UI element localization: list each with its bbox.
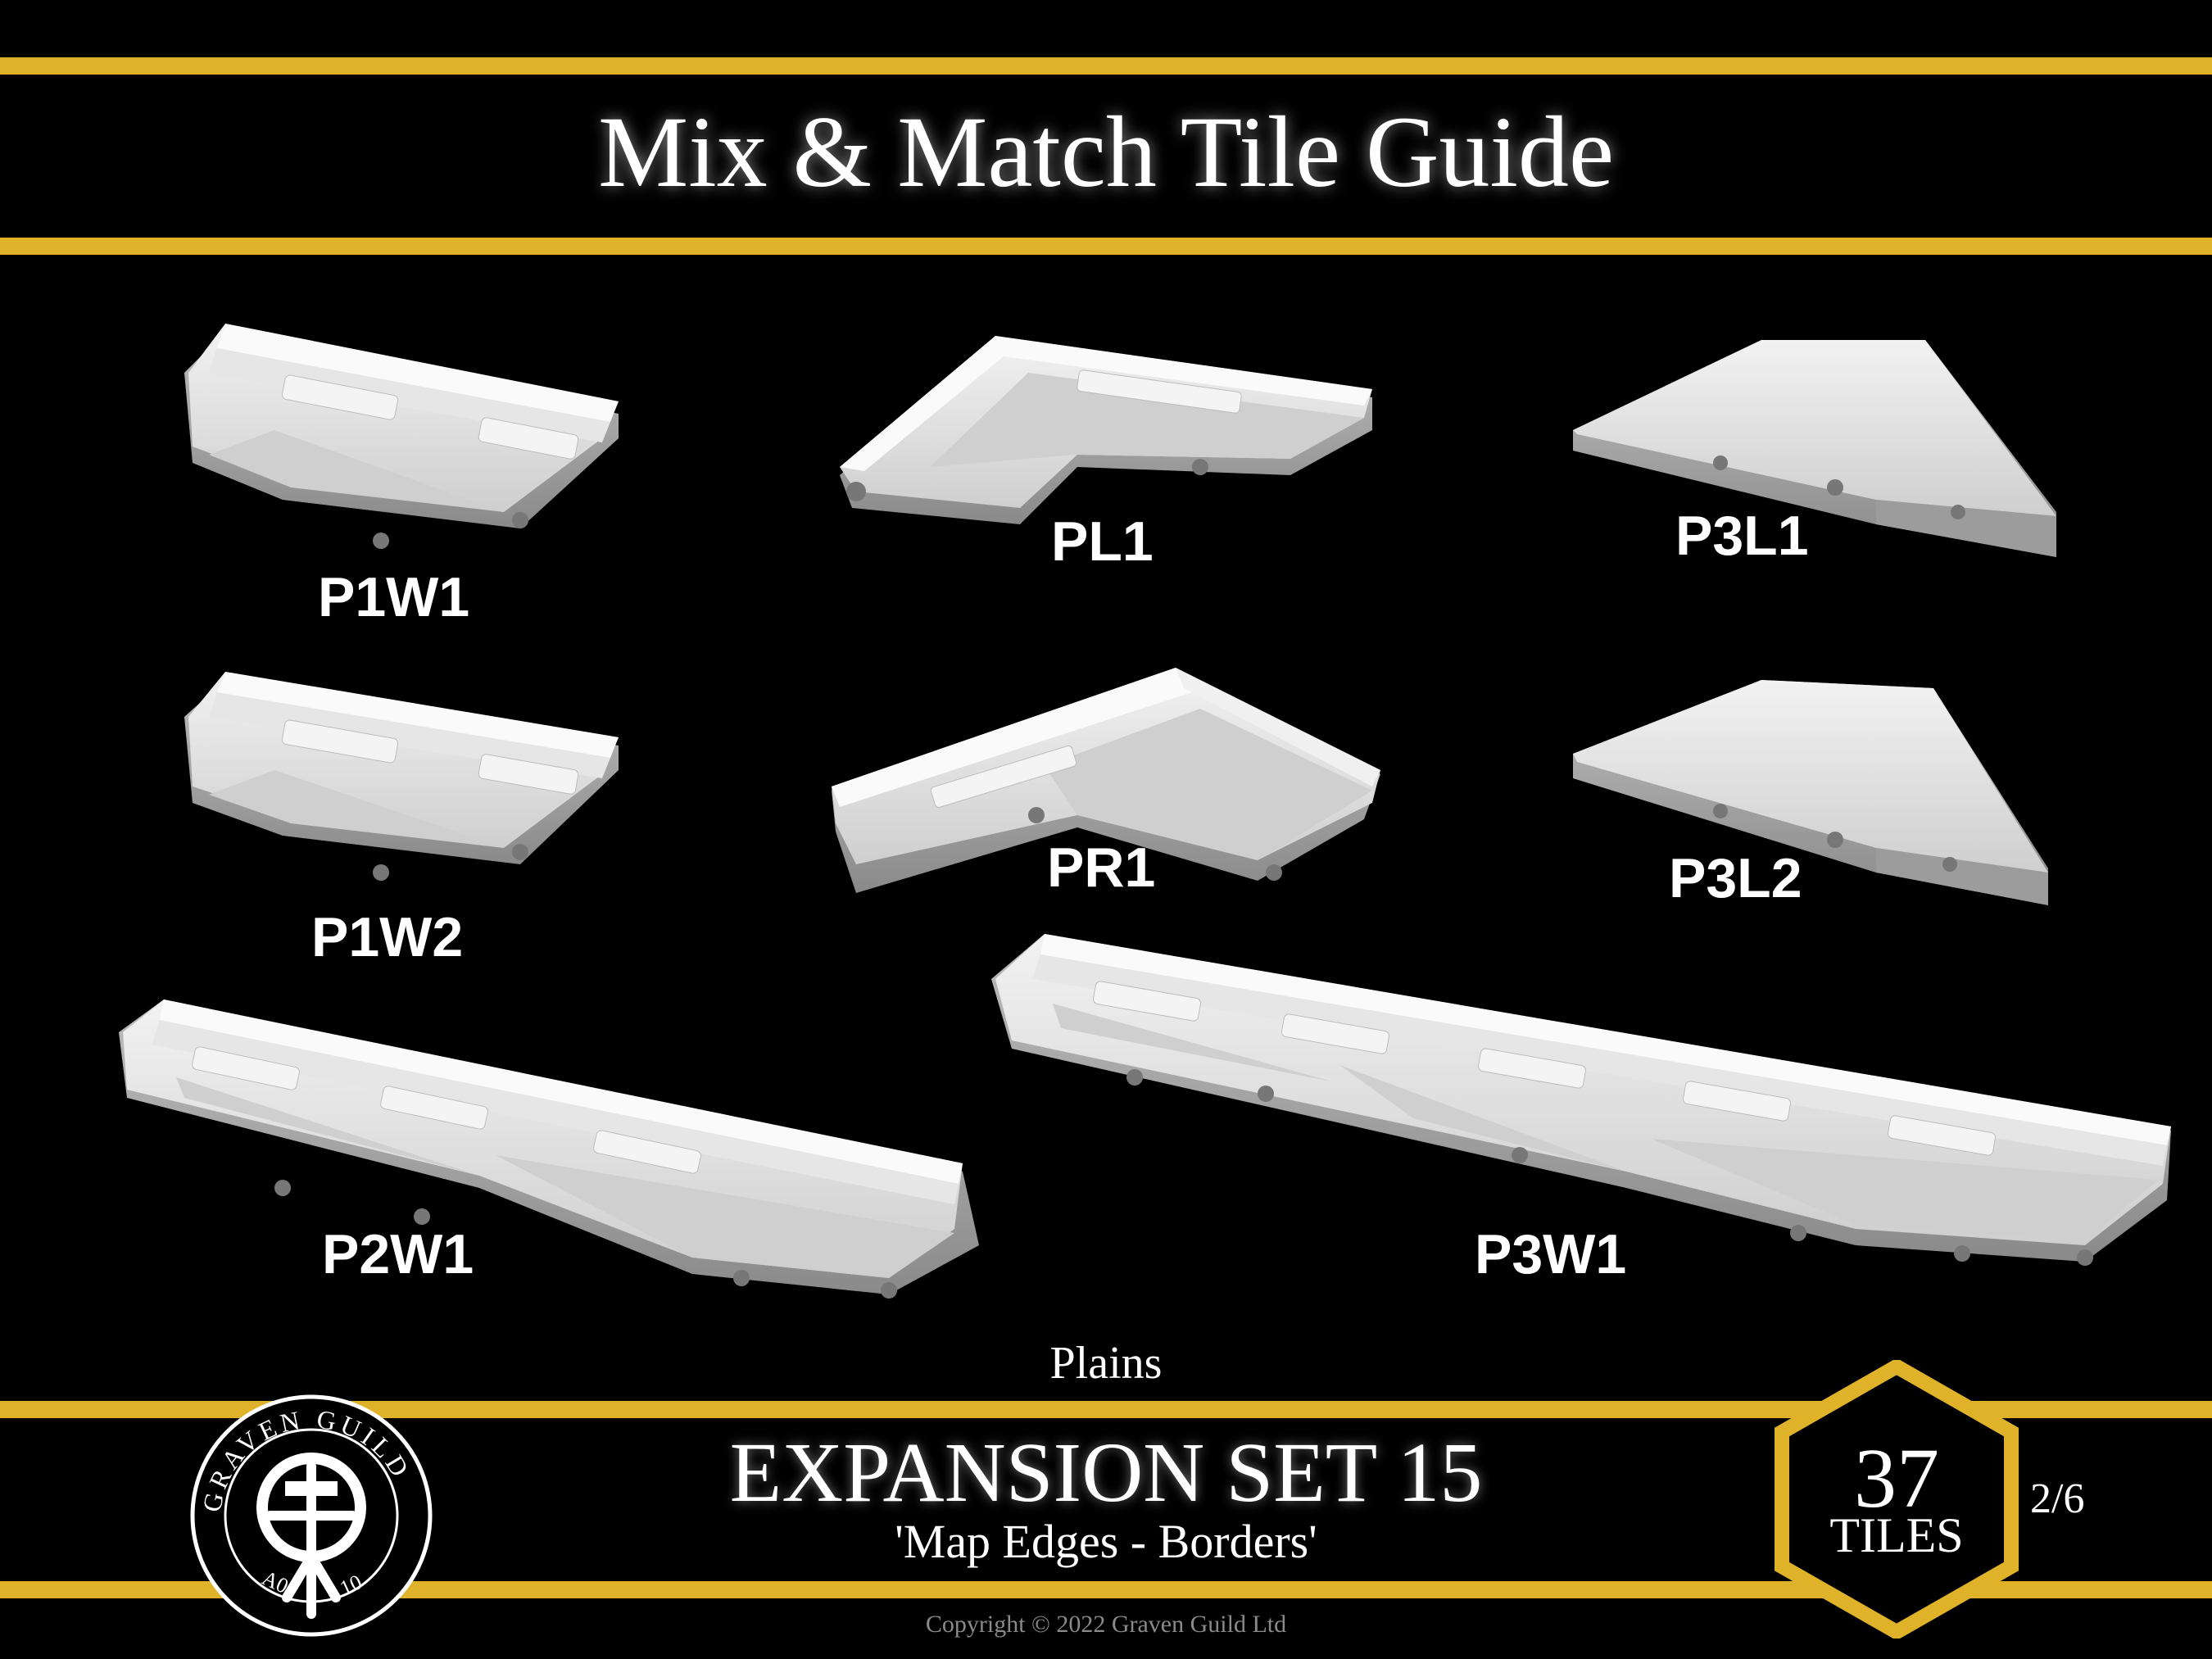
tile-count: 37 (1854, 1431, 1939, 1525)
tile-p3l2-model (1573, 680, 2048, 905)
tile-label-pr1: PR1 (1047, 836, 1156, 899)
graven-guild-emblem-icon: GRAVEN GUILD A0 10 (190, 1394, 433, 1637)
tile-pr1 (832, 668, 1389, 905)
tile-pl1-model (840, 336, 1372, 524)
tile-label-p1w1: P1W1 (318, 566, 470, 628)
tile-pr1-model (832, 668, 1380, 893)
set-title: EXPANSION SET 15 (729, 1426, 1483, 1520)
hexagon-icon (1775, 1358, 2019, 1641)
tile-p1w2 (176, 672, 635, 893)
tile-p1w2-model (184, 672, 619, 881)
tile-p3w1-model (991, 934, 2171, 1266)
tile-label-pl1: PL1 (1051, 510, 1154, 573)
tile-p3w1 (987, 934, 2179, 1294)
tile-p3l2 (1573, 680, 2065, 909)
tile-pl1 (832, 336, 1380, 541)
header-bottom-gold-bar (0, 238, 2212, 255)
page-indicator: 2/6 (2030, 1475, 2085, 1522)
tile-p2w1 (102, 999, 987, 1311)
graven-guild-logo: GRAVEN GUILD A0 10 (188, 1393, 434, 1639)
tile-p3l1 (1573, 340, 2065, 561)
tile-label-p3l2: P3L2 (1669, 847, 1802, 909)
tile-label-p3w1: P3W1 (1475, 1223, 1627, 1285)
tile-count-unit: TILES (1829, 1508, 1964, 1562)
page-title: Mix & Match Tile Guide (597, 96, 1615, 208)
tile-count-badge (1774, 1358, 2019, 1641)
footer-bottom-gold-bar (0, 1581, 2212, 1598)
top-gold-bar (0, 57, 2212, 75)
set-subtitle: 'Map Edges - Borders' (895, 1515, 1317, 1568)
tile-label-p2w1: P2W1 (322, 1223, 474, 1285)
tile-p1w1-model (184, 324, 619, 549)
tile-p3l1-model (1573, 340, 2056, 557)
tile-p1w1 (176, 324, 635, 561)
category-label: Plains (1049, 1338, 1163, 1389)
tile-p2w1-model (119, 999, 979, 1299)
tile-label-p1w2: P1W2 (311, 906, 464, 968)
tile-label-p3l1: P3L1 (1675, 505, 1809, 567)
copyright: Copyright © 2022 Graven Guild Ltd (925, 1611, 1287, 1638)
footer-top-gold-bar (0, 1401, 2212, 1418)
